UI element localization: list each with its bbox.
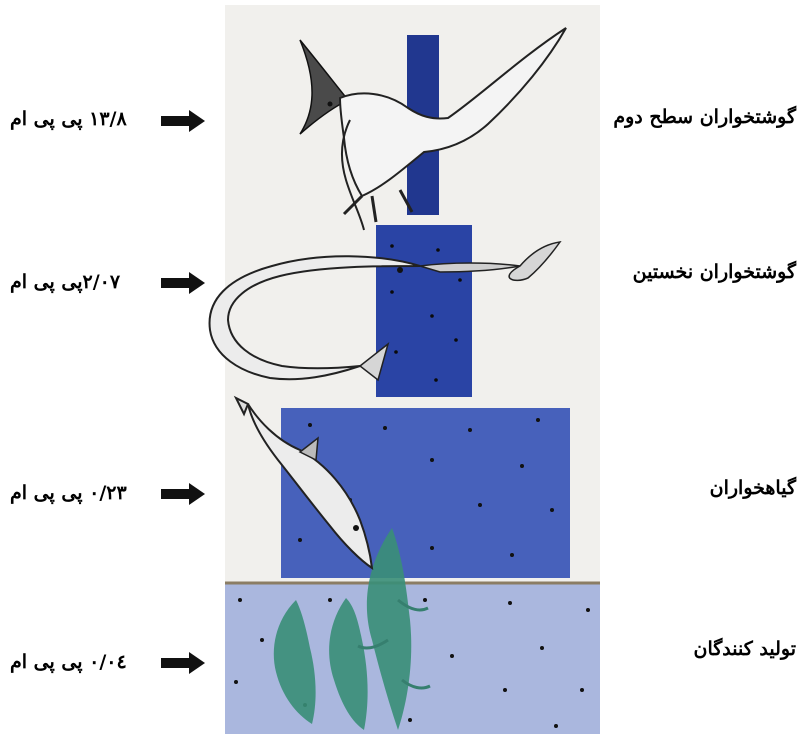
- value-producer: ۰/۰٤ پی پی ام: [10, 651, 127, 673]
- value-primary-carnivore: ۲/۰۷پی پی ام: [10, 271, 120, 293]
- value-herbivore: ۰/۲۳ پی پی ام: [10, 482, 127, 504]
- primary-carnivore-bar: [376, 225, 472, 397]
- value-secondary-carnivore: ۱۳/۸ پی پی ام: [10, 108, 127, 130]
- arrow-secondary-carnivore: [161, 110, 205, 132]
- label-producer: تولید کنندگان: [694, 638, 797, 660]
- arrows: [161, 110, 205, 674]
- arrow-producer: [161, 652, 205, 674]
- arrow-primary-carnivore: [161, 272, 205, 294]
- arrow-herbivore: [161, 483, 205, 505]
- label-secondary-carnivore: گوشتخواران سطح دوم: [613, 106, 796, 128]
- primary-carnivore-block: [376, 225, 472, 397]
- label-primary-carnivore: گوشتخواران نخستین: [633, 261, 796, 283]
- label-herbivore: گیاهخواران: [710, 477, 796, 499]
